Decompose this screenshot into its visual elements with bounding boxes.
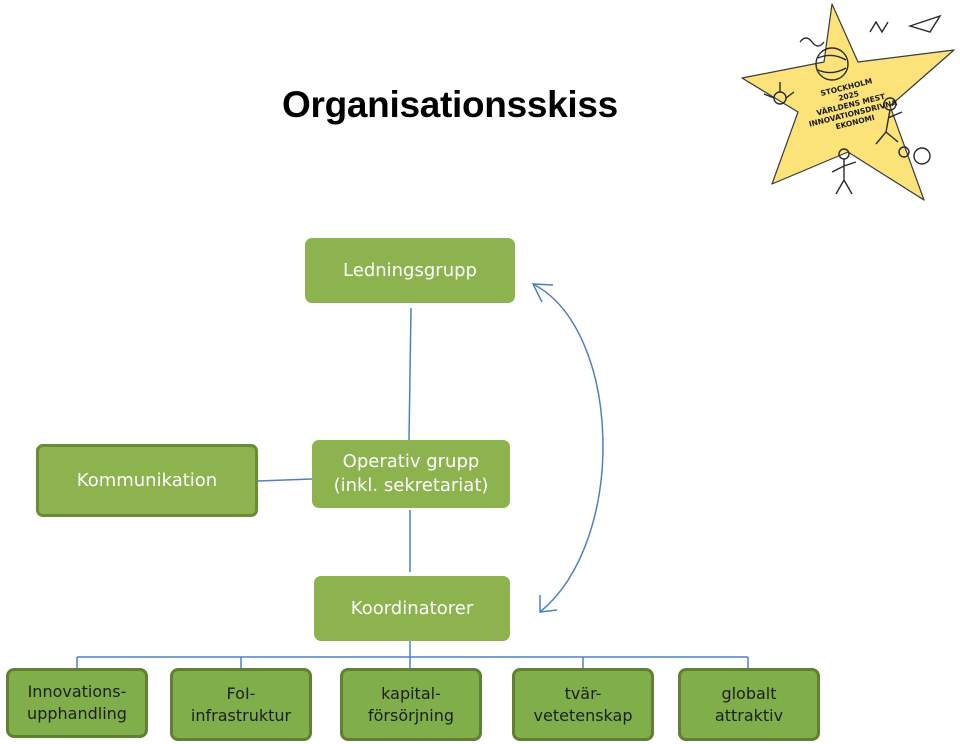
node-leaf: globalt attraktiv <box>678 668 820 741</box>
node-kommunikation-label: Kommunikation <box>76 469 218 491</box>
node-ledningsgrupp: Ledningsgrupp <box>305 238 515 303</box>
logo-wheel <box>913 147 931 165</box>
feedback-arrowhead-bottom <box>539 595 558 613</box>
node-kommunikation: Kommunikation <box>36 444 258 517</box>
node-leaf-label: Innovations- upphandling <box>27 682 127 723</box>
node-leaf: Innovations- upphandling <box>6 668 148 738</box>
node-leaf-label: FoI- infrastruktur <box>190 683 292 725</box>
node-operativ-grupp: Operativ grupp (inkl. sekretariat) <box>312 440 510 508</box>
node-operativ-grupp-label: Operativ grupp (inkl. sekretariat) <box>333 451 489 496</box>
feedback-arrowhead-top <box>531 283 554 303</box>
connector-kommunikation-operativ <box>257 478 313 482</box>
feedback-arc <box>532 283 604 613</box>
node-leaf: kapital- försörjning <box>340 668 482 741</box>
connector-ledningsgrupp-operativ <box>408 307 412 441</box>
logo-wheel-2 <box>898 146 910 158</box>
node-leaf-label: kapital- försörjning <box>367 683 455 725</box>
node-koordinatorer-label: Koordinatorer <box>350 597 474 619</box>
node-leaf: tvär- vetetenskap <box>512 668 654 741</box>
node-ledningsgrupp-label: Ledningsgrupp <box>343 259 477 281</box>
node-leaf: FoI- infrastruktur <box>170 668 312 741</box>
stockholm-2025-star-logo: STOCKHOLM 2025 VÄRLDENS MEST INNOVATIONS… <box>741 3 955 201</box>
node-leaf-label: tvär- vetetenskap <box>533 683 633 725</box>
node-koordinatorer: Koordinatorer <box>314 576 510 641</box>
page-title: Organisationsskiss <box>282 84 618 125</box>
node-leaf-label: globalt attraktiv <box>714 683 784 725</box>
logo-globe <box>815 47 849 81</box>
logo-plane <box>907 14 942 33</box>
